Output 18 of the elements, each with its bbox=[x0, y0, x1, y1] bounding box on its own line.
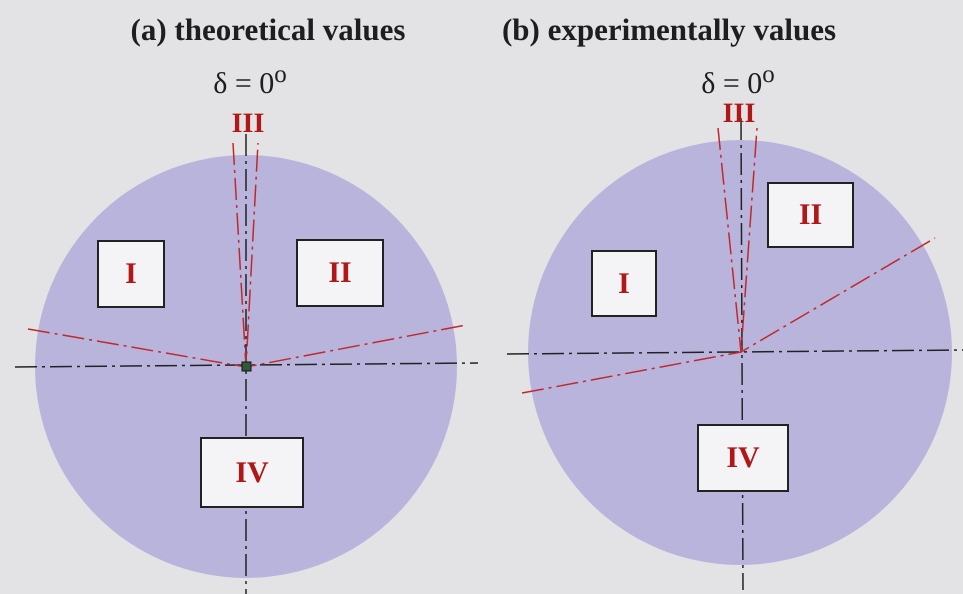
angle-label: δ = 0$^{o}$ bbox=[213, 62, 287, 99]
region-label: III bbox=[232, 110, 264, 138]
region-box bbox=[591, 250, 657, 317]
region-label: II bbox=[798, 198, 822, 232]
region-label: I bbox=[125, 257, 137, 291]
region-label: IV bbox=[235, 456, 269, 490]
region-label: II bbox=[328, 256, 352, 290]
region-box bbox=[296, 239, 384, 307]
region-label: III bbox=[722, 100, 756, 128]
region-box bbox=[697, 424, 789, 492]
region-label: IV bbox=[726, 441, 760, 475]
angle-label: δ = 0$^{o}$ bbox=[701, 62, 775, 99]
panel-title: (a) theoretical values bbox=[130, 14, 406, 45]
region-box bbox=[767, 182, 854, 248]
region-box bbox=[97, 240, 165, 308]
region-box bbox=[200, 437, 304, 508]
region-label: I bbox=[618, 266, 630, 300]
panel-title: (b) experimentally values bbox=[502, 14, 836, 45]
